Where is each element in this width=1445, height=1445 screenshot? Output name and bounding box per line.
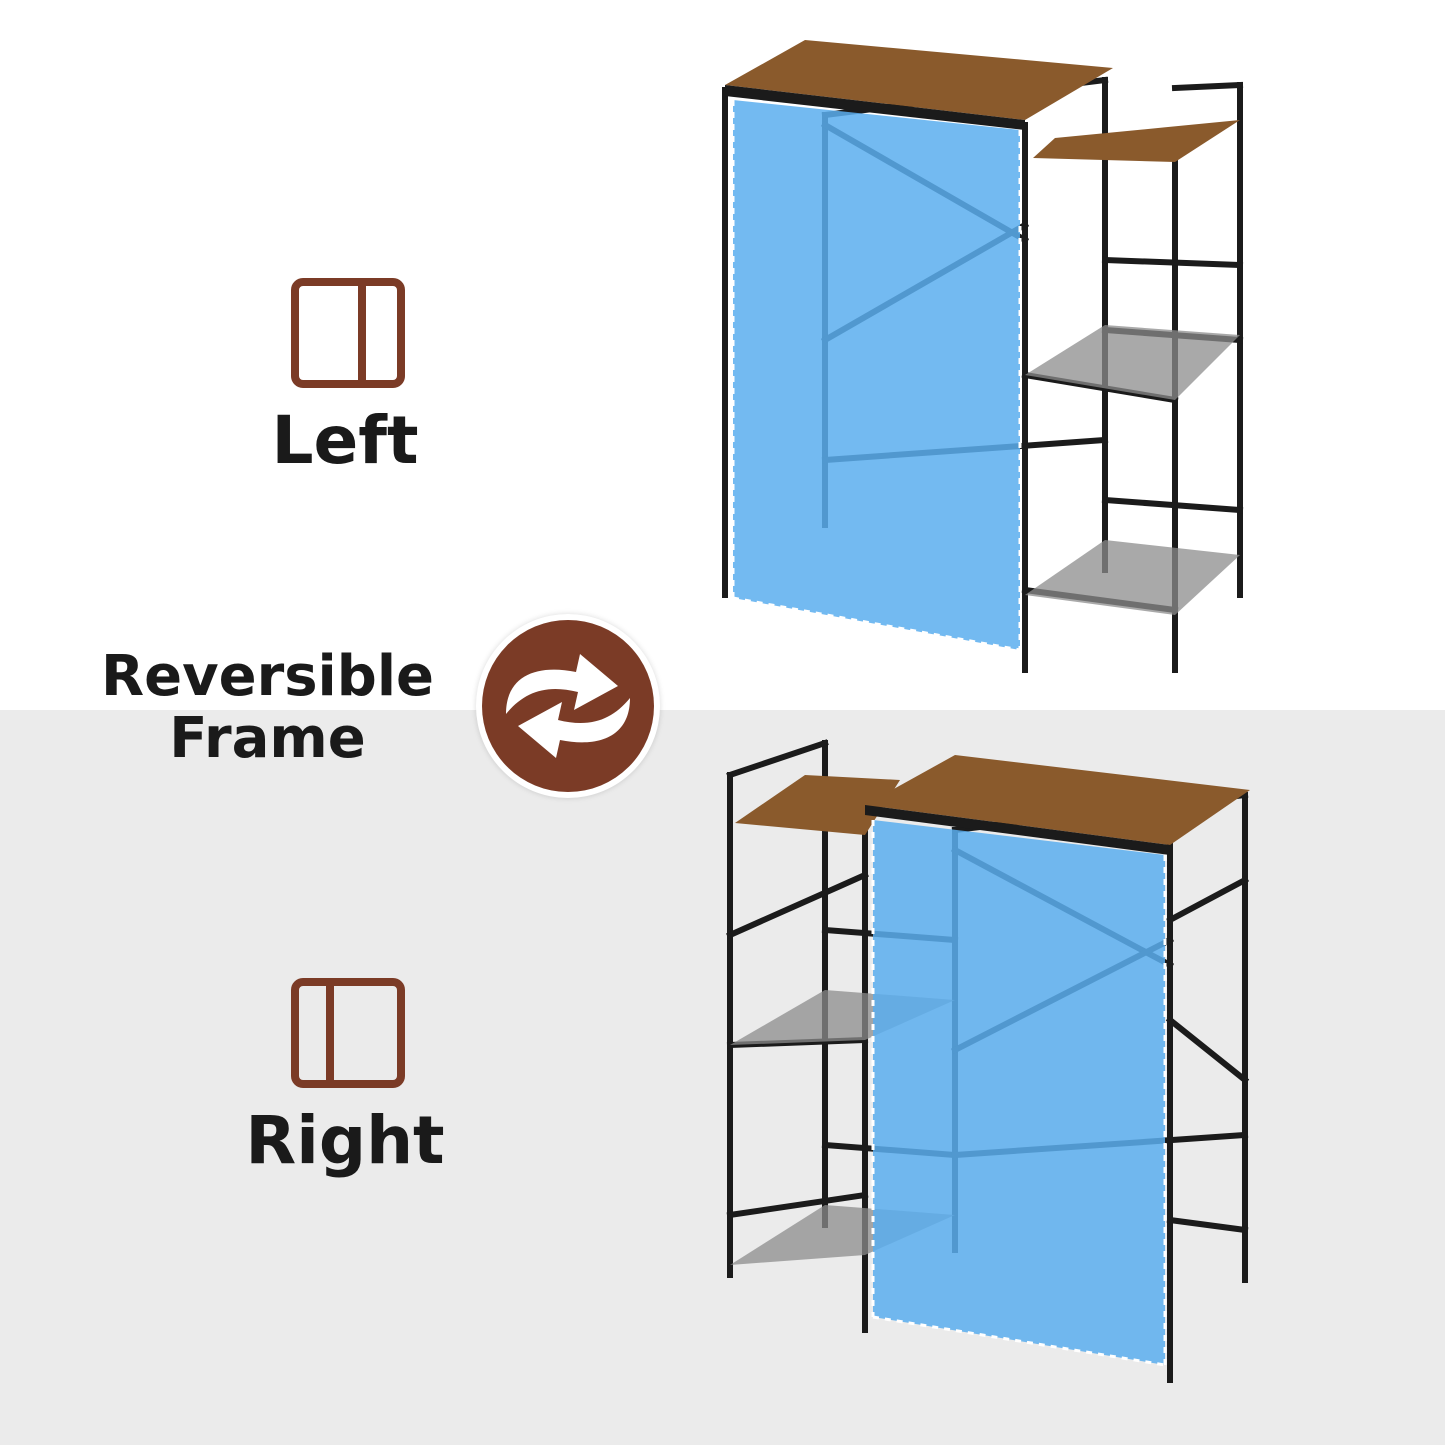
- reversible-label-line1: Reversible: [101, 644, 434, 709]
- wardrobe-right-configuration: [715, 735, 1255, 1399]
- right-layout-icon: [290, 977, 406, 1093]
- left-layout-icon: [290, 277, 406, 393]
- bottom-background: [0, 710, 1445, 1445]
- wardrobe-left-configuration: [715, 30, 1255, 694]
- left-label: Left: [271, 402, 419, 479]
- right-label: Right: [245, 1102, 445, 1179]
- reverse-arrows-icon: [476, 614, 660, 798]
- reversible-label-line2: Frame: [169, 706, 366, 771]
- reversible-frame-label: Reversible Frame: [90, 646, 445, 770]
